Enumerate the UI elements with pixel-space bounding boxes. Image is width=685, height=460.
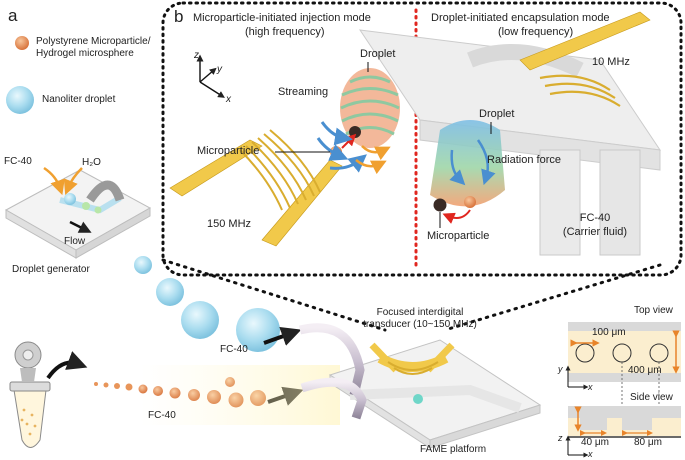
inlet-oil-top-label: FC-40 — [220, 344, 248, 355]
streaming-label: Streaming — [278, 86, 329, 98]
generator-title: Droplet generator — [12, 264, 90, 275]
panel-a-letter: a — [8, 6, 18, 25]
legend-particle-label-2: Hydrogel microsphere — [36, 48, 134, 59]
left-microparticle-label: Microparticle — [197, 145, 260, 157]
legend-droplet-icon — [6, 86, 34, 114]
encap-arrow — [442, 209, 471, 224]
dim-40-label: 40 μm — [581, 437, 609, 448]
electrode-10mhz — [519, 11, 651, 107]
fame-platform — [140, 323, 542, 449]
right-microparticle-dark — [433, 198, 447, 212]
side-axis-x: x — [588, 449, 593, 459]
panel-b-letter: b — [174, 7, 184, 26]
platform-label: FAME platform — [420, 444, 487, 455]
axes-b — [196, 54, 225, 98]
legend-particle-icon — [15, 36, 29, 50]
right-mode-subtitle: (low frequency) — [498, 26, 574, 38]
axis-b-y: y — [217, 64, 222, 75]
top-axis-y: y — [558, 364, 563, 374]
top-view-label: Top view — [634, 305, 673, 316]
generator-inflow-arrows — [43, 166, 92, 233]
transducer-label-1: Focused interdigital — [376, 307, 464, 318]
dim-100-label: 100 μm — [592, 327, 626, 338]
side-view-inset — [565, 406, 681, 458]
legend-particle-label-1: Polystyrene Microparticle/ — [36, 36, 151, 47]
right-mode-title: Droplet-initiated encapsulation mode — [431, 12, 610, 24]
top-axis-x: x — [588, 382, 593, 392]
generator-water-label: H₂O — [82, 157, 101, 168]
left-mode-title: Microparticle-initiated injection mode — [193, 12, 371, 24]
left-droplet-shape — [340, 68, 400, 148]
leaders-b — [275, 62, 492, 228]
radiation-force-label: Radiation force — [487, 154, 561, 166]
right-microparticle — [464, 196, 476, 208]
carrier-label-2: (Carrier fluid) — [562, 226, 628, 238]
radiation-arrows — [449, 139, 496, 186]
side-view-label: Side view — [630, 392, 673, 403]
inlet-oil-bottom-label: FC-40 — [148, 410, 176, 421]
generator-flow-label: Flow — [64, 236, 86, 247]
right-microparticle-label: Microparticle — [427, 230, 490, 242]
top-view-inset — [565, 322, 681, 418]
sample-tube — [9, 341, 51, 448]
zoom-line-left — [161, 258, 387, 332]
dim-400-label: 400 μm — [628, 365, 662, 376]
droplet-generator-chip — [4, 169, 152, 259]
axis-b-x: x — [226, 94, 231, 105]
legend-droplet-label: Nanoliter droplet — [42, 94, 116, 105]
transducer-label-2: transducer (10~150 MHz) — [363, 319, 477, 330]
axis-b-z: z — [194, 50, 199, 61]
left-mode-subtitle: (high frequency) — [245, 26, 325, 38]
generator-oil-label: FC-40 — [4, 156, 32, 167]
left-droplet-label: Droplet — [360, 48, 396, 60]
side-axis-z: z — [558, 433, 563, 443]
left-microparticle-dark — [349, 126, 361, 138]
sample-arrow — [46, 351, 88, 380]
dim-80-label: 80 μm — [634, 437, 662, 448]
droplet-inflow-arrow — [263, 326, 302, 346]
carrier-label-1: FC-40 — [579, 212, 611, 224]
freq-150-label: 150 MHz — [207, 218, 252, 230]
zoom-line-right — [443, 263, 662, 332]
right-droplet-label: Droplet — [479, 108, 515, 120]
electrode-150mhz — [169, 129, 343, 247]
freq-10-label: 10 MHz — [592, 56, 630, 68]
streaming-orange — [355, 145, 391, 175]
